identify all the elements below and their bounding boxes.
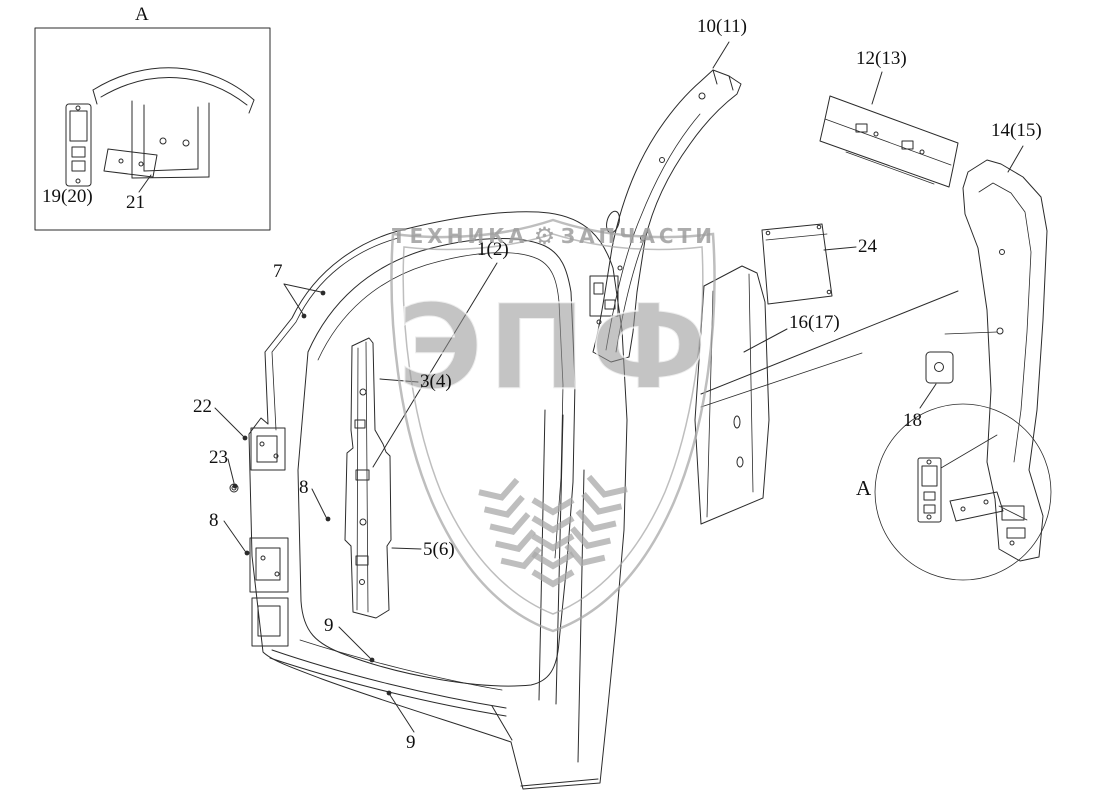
part-label-12-13: 12(13) [856,48,907,69]
part-label-19-20: 19(20) [42,186,93,207]
part-label-8-mid: 8 [299,477,309,498]
part-label-7: 7 [273,261,283,282]
part-label-9-lower: 9 [406,732,416,753]
part-label-18: 18 [903,410,922,431]
side-panel-1-2 [229,211,628,790]
part-label-22: 22 [193,396,212,417]
part-label-1-2: 1(2) [477,239,509,260]
a-pillar-10-11 [589,69,742,363]
detail-a-label: A [856,476,872,500]
panel-24 [761,223,833,305]
part-label-3-4: 3(4) [420,371,452,392]
part-label-16-17: 16(17) [789,312,840,333]
rear-panel-16-17 [694,265,959,525]
inset-detail-box [34,27,271,231]
front-foot-bracket [251,597,289,647]
b-pillar-reinforcement-3-4-5-6 [344,337,392,619]
inset-bracket [103,100,210,179]
detail-bracket [917,457,942,523]
part-label-8-left: 8 [209,510,219,531]
inset-part-19-20 [65,103,92,187]
part-label-5-6: 5(6) [423,539,455,560]
rear-pillar-14-15 [944,159,1048,562]
part-label-14-15: 14(15) [991,120,1042,141]
hinge-bracket-lower [249,537,289,593]
inset-title-label: A [135,4,149,25]
part-label-23: 23 [209,447,228,468]
part-label-9-upper: 9 [324,615,334,636]
part-label-24: 24 [858,236,877,257]
detail-plate [949,491,1004,522]
detail-circle-a [874,403,1052,581]
rail-12-13 [819,95,959,188]
bracket-18 [925,351,954,384]
part-label-21: 21 [126,192,145,213]
part-label-10-11: 10(11) [697,16,747,37]
hinge-bracket-upper [250,427,286,471]
